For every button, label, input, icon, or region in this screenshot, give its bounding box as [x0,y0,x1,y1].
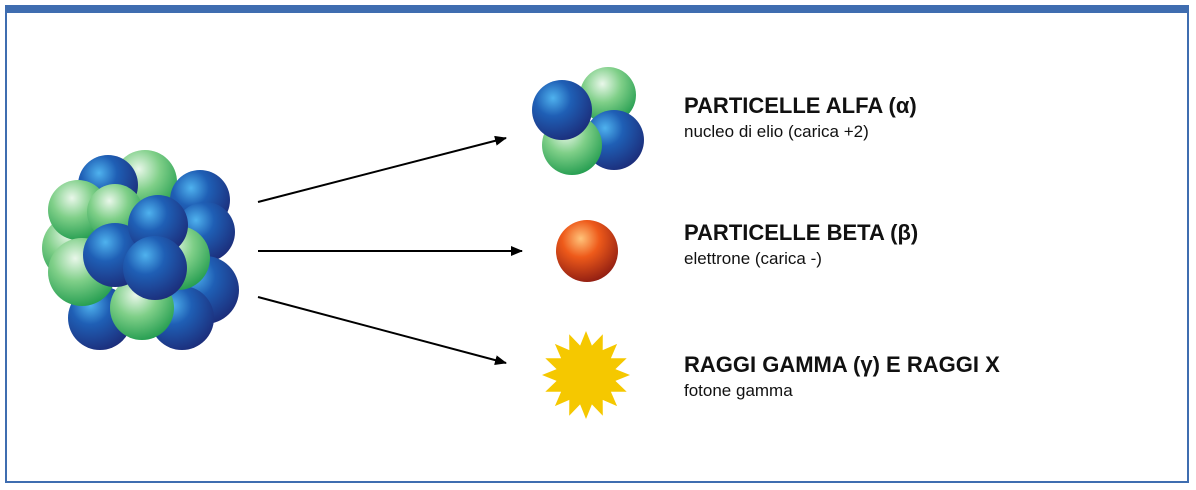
alpha-description: nucleo di elio (carica +2) [684,122,869,141]
gamma-title: RAGGI GAMMA (γ) E RAGGI X [684,352,1000,377]
photon-burst-icon [542,331,630,419]
gamma-arrow [257,296,507,366]
beta-title: PARTICELLE BETA (β) [684,220,919,245]
gamma-description: fotone gamma [684,381,793,400]
beta-label: PARTICELLE BETA (β) elettrone (carica -) [684,220,918,270]
alpha-arrow [257,135,507,203]
alpha-label: PARTICELLE ALFA (α) nucleo di elio (cari… [684,93,917,143]
beta-description: elettrone (carica -) [684,249,822,268]
alpha-particle-icon [532,67,644,175]
atomic-nucleus-icon [42,150,239,350]
gamma-label: RAGGI GAMMA (γ) E RAGGI X fotone gamma [684,352,1000,402]
alpha-title: PARTICELLE ALFA (α) [684,93,917,118]
electron-icon [556,220,618,282]
